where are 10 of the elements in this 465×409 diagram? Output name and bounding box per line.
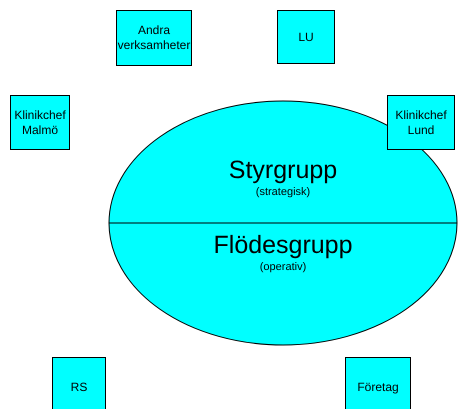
group-subtitle: (strategisk) [256,185,310,199]
label-box: Företag [345,357,411,409]
label-box: Klinikchef Lund [387,95,455,150]
group-subtitle: (operativ) [260,260,306,274]
group-title: Styrgrupp [228,155,338,185]
group-title: Flödesgrupp [214,230,352,260]
label-box: RS [52,357,106,409]
label-box: LU [277,10,335,64]
label-box: Andra verksamheter [116,10,192,66]
label-box: Klinikchef Malmö [10,95,70,150]
